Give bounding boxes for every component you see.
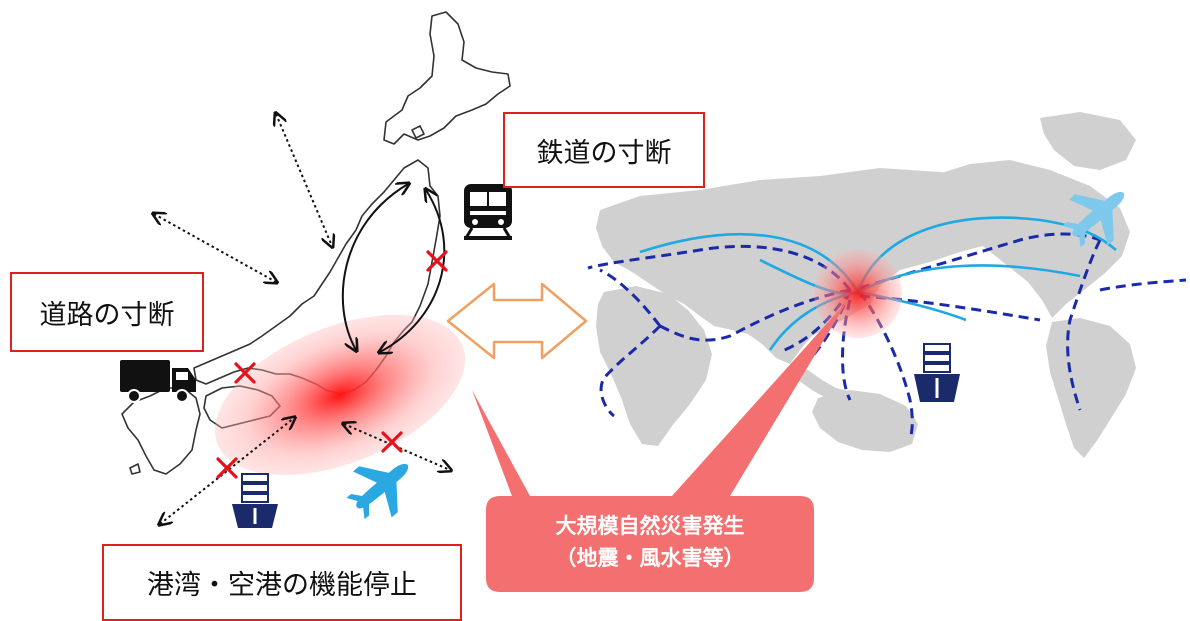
rail-arc	[380, 190, 446, 352]
dotted-arrow	[276, 114, 332, 246]
rail-disruption-label: 鉄道の寸断	[503, 112, 705, 188]
africa-landmass	[596, 286, 712, 446]
ship-icon	[232, 473, 278, 528]
eurasia-landmass	[596, 168, 1040, 364]
hokkaido-outline	[383, 11, 511, 145]
airplane-icon	[346, 463, 409, 520]
dotted-arrow	[154, 214, 276, 282]
south-america-landmass	[1046, 318, 1136, 458]
dotted-arrows	[154, 114, 450, 524]
cross-mark	[381, 431, 403, 453]
disaster-callout-bubble	[472, 300, 848, 592]
cross-mark	[234, 362, 256, 384]
cross-mark	[426, 250, 448, 272]
japan-world-exchange-arrow	[446, 282, 588, 360]
disruption-marks	[216, 250, 448, 479]
rail-arcs	[341, 184, 446, 352]
cross-mark	[216, 457, 238, 479]
sea-route	[587, 244, 852, 291]
port-airport-stoppage-text: 港湾・空港の機能停止	[147, 570, 417, 601]
truck-icon	[120, 360, 196, 403]
callout-line-2: （地震・風水害等）	[555, 546, 745, 570]
road-disruption-label: 道路の寸断	[10, 272, 204, 352]
sea-route	[858, 291, 914, 441]
sea-route	[1066, 239, 1102, 411]
airplane-icon	[1062, 191, 1125, 248]
sea-route	[1099, 278, 1187, 292]
air-route	[856, 216, 1117, 293]
island-outline	[129, 463, 141, 475]
dotted-arrow	[160, 418, 294, 524]
rail-disruption-text: 鉄道の寸断	[536, 137, 672, 169]
ship-icon	[914, 343, 960, 402]
sea-route	[599, 324, 662, 418]
sea-route	[779, 289, 852, 354]
sea-route	[659, 288, 851, 342]
australia-landmass	[812, 390, 918, 452]
train-icon	[464, 184, 512, 240]
greenland-landmass	[1040, 112, 1136, 170]
port-airport-stoppage-label: 港湾・空港の機能停止	[102, 544, 462, 621]
island-outline	[411, 125, 425, 139]
road-disruption-text: 道路の寸断	[39, 299, 175, 331]
disaster-callout-text: 大規模自然災害発生 （地震・風水害等）	[487, 510, 813, 574]
sea-route	[599, 268, 662, 327]
callout-line-1: 大規模自然災害発生	[555, 514, 745, 538]
